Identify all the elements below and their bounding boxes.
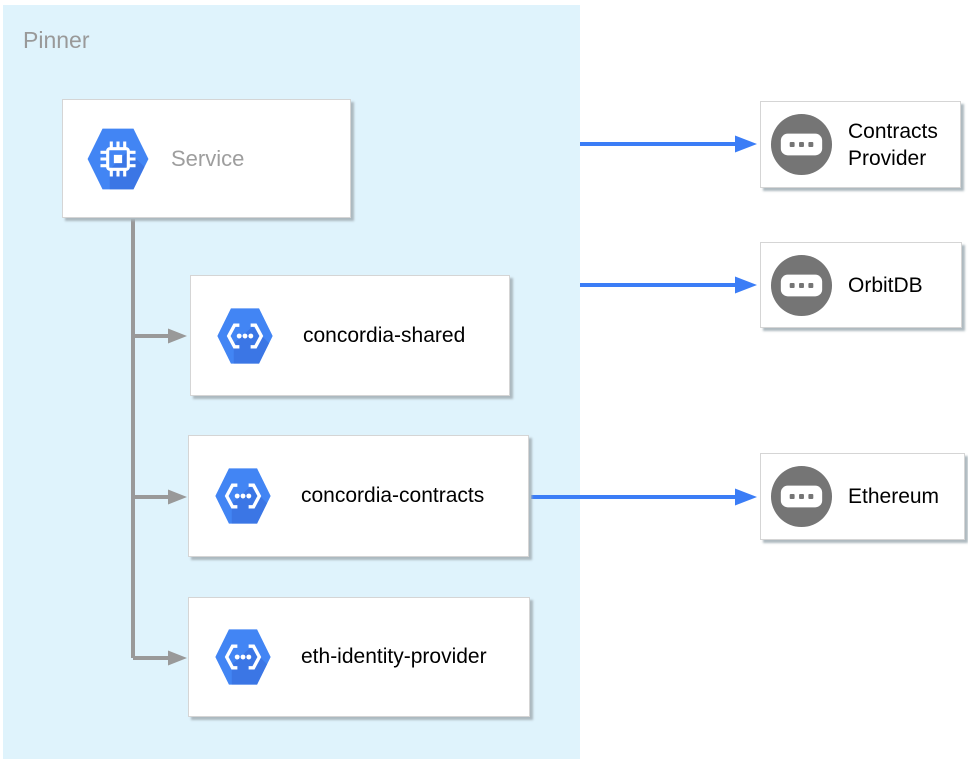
node-contracts-provider-label: Contracts Provider	[848, 119, 938, 170]
node-ethereum-label: Ethereum	[848, 485, 940, 508]
generic-service-icon	[770, 113, 833, 176]
code-hexagon-icon	[213, 466, 273, 526]
node-eth-identity-provider[interactable]: eth-identity-provider	[188, 597, 530, 717]
node-eth-identity-provider-label: eth-identity-provider	[301, 645, 487, 668]
node-service[interactable]: Service	[62, 99, 351, 218]
node-concordia-shared[interactable]: concordia-shared	[190, 275, 510, 396]
node-concordia-contracts[interactable]: concordia-contracts	[188, 435, 529, 557]
cpu-chip-hexagon-icon	[85, 126, 151, 192]
edge-pinner-orbitdb	[580, 276, 757, 294]
node-contracts-provider[interactable]: Contracts Provider	[760, 101, 961, 188]
generic-service-icon	[770, 254, 833, 317]
node-ethereum[interactable]: Ethereum	[760, 453, 965, 540]
pinner-zone-label: Pinner	[23, 27, 90, 53]
node-orbitdb[interactable]: OrbitDB	[760, 242, 962, 328]
edge-pinner-contracts-provider	[580, 135, 757, 153]
code-hexagon-icon	[215, 306, 275, 366]
node-orbitdb-label: OrbitDB	[848, 273, 923, 297]
node-concordia-shared-label: concordia-shared	[303, 323, 466, 347]
code-hexagon-icon	[213, 627, 273, 687]
node-concordia-contracts-label: concordia-contracts	[301, 484, 485, 507]
node-service-label: Service	[171, 145, 245, 171]
generic-service-icon	[770, 465, 833, 528]
